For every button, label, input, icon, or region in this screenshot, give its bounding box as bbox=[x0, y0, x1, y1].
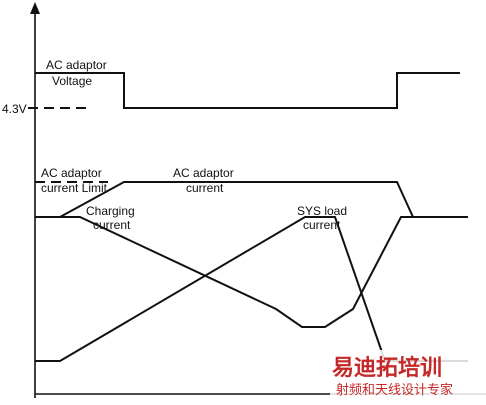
label-current-limit-line2: current Limit bbox=[41, 181, 108, 195]
watermark-subtitle: 射频和天线设计专家 bbox=[336, 382, 453, 398]
sys-load-current-trace bbox=[35, 216, 468, 362]
label-ac-adaptor-voltage-line2: Voltage bbox=[52, 74, 92, 88]
label-voltage-4v3: 4.3V bbox=[2, 102, 27, 116]
watermark-title: 易迪拓培训 bbox=[332, 355, 442, 381]
label-sys-load-current-line1: SYS load bbox=[297, 204, 347, 218]
ac-adaptor-voltage-trace bbox=[35, 72, 460, 109]
label-ac-adaptor-current-line2: current bbox=[186, 181, 224, 195]
label-sys-load-current-line2: current bbox=[303, 218, 341, 232]
charging-current-trace bbox=[35, 216, 468, 328]
watermark: 易迪拓培训 射频和天线设计专家 bbox=[330, 350, 486, 400]
label-charging-current-line2: current bbox=[93, 218, 131, 232]
label-current-limit-line1: AC adaptor bbox=[41, 166, 102, 180]
label-charging-current-line1: Charging bbox=[86, 204, 135, 218]
label-ac-adaptor-voltage-line1: AC adaptor bbox=[46, 58, 107, 72]
y-axis-arrow-icon bbox=[30, 2, 40, 14]
label-ac-adaptor-current-line1: AC adaptor bbox=[173, 166, 234, 180]
watermark-bg bbox=[330, 350, 486, 400]
